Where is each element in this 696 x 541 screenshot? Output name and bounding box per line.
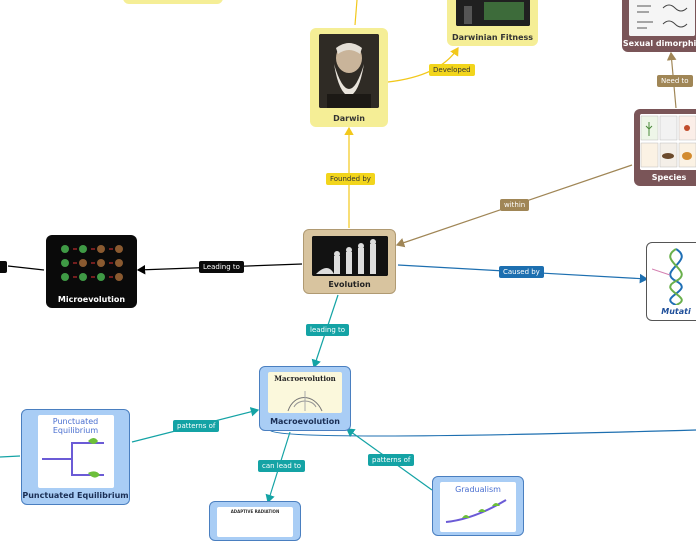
link-label-leading-to-macro: leading to <box>306 324 350 336</box>
fitness-thumbnail <box>455 0 530 26</box>
link-label-developed: Developed <box>429 64 475 76</box>
dna-thumbnail <box>652 247 696 305</box>
gradualism-thumb-title: Gradualism <box>455 485 501 494</box>
node-darwin[interactable]: Darwin <box>310 28 388 127</box>
link-line-punctuated-left <box>0 455 21 458</box>
macroevolution-label: Macroevolution <box>270 417 340 426</box>
link-line-macro-right <box>269 429 696 437</box>
node-gradualism[interactable]: Gradualism <box>432 476 524 536</box>
link-line-darwin-up <box>354 0 358 26</box>
link-label-leading-to-micro: Leading to <box>199 261 244 273</box>
node-microevolution[interactable]: Microevolution <box>46 235 137 308</box>
darwinian-fitness-label: Darwinian Fitness <box>451 33 534 42</box>
node-top-partial[interactable] <box>123 0 223 4</box>
link-label-patterns-left: patterns of <box>173 420 220 432</box>
species-label: Species <box>651 173 687 182</box>
link-label-founded-by: Founded by <box>326 173 375 185</box>
evolution-label: Evolution <box>328 280 371 289</box>
darwin-portrait <box>319 34 379 108</box>
beetles-thumbnail <box>52 239 131 293</box>
link-label-within: within <box>500 199 530 211</box>
link-label-need-to: Need to <box>657 75 693 87</box>
node-punctuated-equilibrium[interactable]: Punctuated Equilibrium Punctuated Equili… <box>21 409 130 505</box>
adaptive-thumbnail: ADAPTIVE RADIATION <box>217 507 293 537</box>
punctuated-label: Punctuated Equilibrium <box>22 491 129 500</box>
dimorphism-thumbnail <box>629 0 695 36</box>
node-species[interactable]: Species <box>634 109 696 186</box>
node-sexual-dimorphism[interactable]: Sexual dimorphis <box>622 0 696 52</box>
node-mutation[interactable]: Mutati <box>646 242 696 321</box>
punctuated-thumb-line2: Equilibrium <box>52 426 99 435</box>
adaptive-thumb-title: ADAPTIVE RADIATION <box>230 509 280 514</box>
macroevolution-thumbnail: Macroevolution <box>268 372 342 413</box>
node-evolution[interactable]: Evolution <box>303 229 396 294</box>
link-label-patterns-right: patterns of <box>368 454 415 466</box>
sexual-dimorphism-label: Sexual dimorphis <box>622 39 696 48</box>
punctuated-thumbnail: Punctuated Equilibrium <box>37 415 114 488</box>
macroevolution-thumb-title: Macroevolution <box>274 374 336 383</box>
link-label-caused-by: Caused by <box>499 266 544 278</box>
species-thumbnail <box>640 114 696 170</box>
mutation-label: Mutati <box>661 307 691 316</box>
node-adaptive-radiation[interactable]: ADAPTIVE RADIATION <box>209 501 301 541</box>
node-macroevolution[interactable]: Macroevolution Macroevolution <box>259 366 351 431</box>
node-darwinian-fitness[interactable]: Darwinian Fitness <box>447 0 538 46</box>
microevolution-label: Microevolution <box>57 295 126 304</box>
darwin-label: Darwin <box>333 114 365 123</box>
evolution-thumbnail <box>311 236 388 276</box>
link-line-micro-left <box>7 265 45 271</box>
punctuated-thumb-line1: Punctuated <box>52 417 99 426</box>
gradualism-thumbnail: Gradualism <box>440 482 516 532</box>
link-label-can-lead-to: can lead to <box>258 460 306 472</box>
node-left-partial[interactable] <box>0 261 7 273</box>
